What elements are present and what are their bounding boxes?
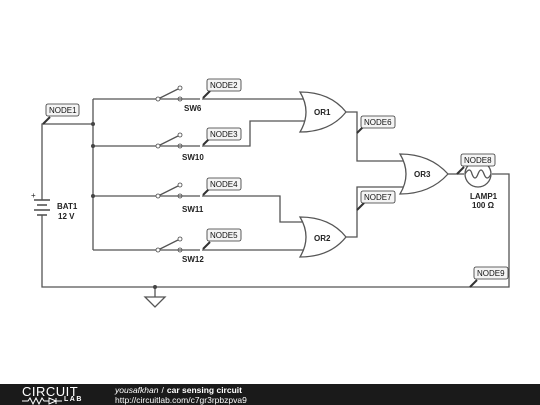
circuit-title-line: yousafkhan/car sensing circuit [115, 385, 242, 395]
node6-text: NODE6 [364, 118, 392, 127]
battery-name: BAT1 [57, 202, 78, 211]
node9-text: NODE9 [477, 269, 505, 278]
node1-text: NODE1 [49, 106, 77, 115]
circuit-title[interactable]: car sensing circuit [166, 385, 242, 395]
title-separator: / [161, 385, 164, 395]
node-label-node2[interactable]: NODE2 [202, 78, 242, 99]
node7-text: NODE7 [364, 193, 392, 202]
node3-text: NODE3 [210, 130, 238, 139]
sw12-label: SW12 [182, 255, 204, 264]
switch-sw10[interactable]: SW10 [155, 132, 204, 162]
or3-label: OR3 [414, 170, 431, 179]
switch-sw12[interactable]: SW12 [155, 236, 204, 264]
node-label-node4[interactable]: NODE4 [202, 177, 242, 196]
node-label-node6[interactable]: NODE6 [356, 115, 396, 134]
switch-sw6[interactable]: SW6 [155, 85, 202, 113]
node-label-node8[interactable]: NODE8 [456, 153, 496, 175]
lamp-lamp1[interactable]: LAMP1 100 Ω [464, 160, 498, 210]
battery-bat1[interactable]: + BAT1 12 V [31, 190, 78, 222]
or-gate-or1[interactable]: OR1 [298, 91, 347, 133]
node8-text: NODE8 [464, 156, 492, 165]
node5-text: NODE5 [210, 231, 238, 240]
lamp-value: 100 Ω [472, 201, 495, 210]
footer-bar: CIRCUIT LAB yousafkhan/car sensing circu… [0, 384, 540, 405]
node4-text: NODE4 [210, 180, 238, 189]
node-label-node9[interactable]: NODE9 [469, 266, 509, 288]
resistor-diode-icon [22, 397, 62, 405]
circuitlab-logo[interactable]: CIRCUIT LAB [22, 384, 100, 405]
junction-dots [91, 122, 157, 289]
or-gate-or3[interactable]: OR3 [398, 153, 449, 195]
ground-symbol [143, 296, 167, 308]
node2-text: NODE2 [210, 81, 238, 90]
sw10-label: SW10 [182, 153, 204, 162]
circuit-diagram: + BAT1 12 V SW6 SW10 SW11 SW12 [31, 78, 510, 308]
circuit-url[interactable]: http://circuitlab.com/c7gr3rpbzpva9 [115, 395, 247, 405]
logo-sub: LAB [64, 396, 83, 403]
logo-wordmark: CIRCUIT [22, 384, 79, 399]
or1-label: OR1 [314, 108, 331, 117]
or2-label: OR2 [314, 234, 331, 243]
battery-value: 12 V [58, 212, 75, 221]
node-label-node3[interactable]: NODE3 [202, 127, 242, 146]
sw11-label: SW11 [182, 205, 204, 214]
lamp-name: LAMP1 [470, 192, 498, 201]
or-gate-or2[interactable]: OR2 [298, 216, 347, 258]
node-label-node5[interactable]: NODE5 [202, 228, 242, 250]
svg-text:+: + [31, 191, 36, 200]
switch-sw11[interactable]: SW11 [155, 182, 204, 214]
wires [41, 98, 510, 297]
author-link[interactable]: yousafkhan [115, 385, 159, 395]
sw6-label: SW6 [184, 104, 202, 113]
node-label-node7[interactable]: NODE7 [356, 190, 396, 211]
node-label-node1[interactable]: NODE1 [42, 103, 80, 125]
